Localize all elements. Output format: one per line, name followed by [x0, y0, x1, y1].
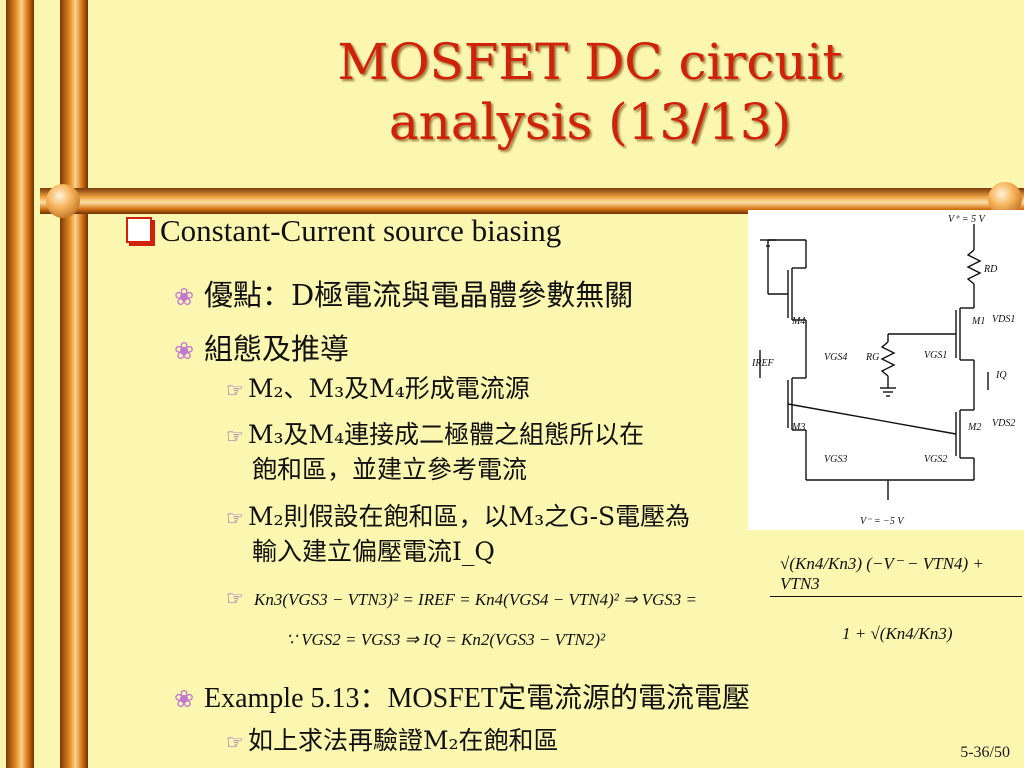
checkbox-bullet-icon	[126, 217, 152, 243]
sub-item-2: ☞M₃及M₄連接成二極體之組態所以在 飽和區，並建立參考電流	[226, 418, 644, 487]
bar-left-knob	[46, 184, 80, 218]
sub-item-1-text: M₂、M₃及M₄形成電流源	[247, 374, 530, 403]
page-number: 5-36/50	[960, 744, 1010, 761]
advantage-text: 優點：D極電流與電晶體參數無關	[204, 278, 634, 312]
vds2-label: VDS2	[992, 418, 1015, 429]
example-sub-item: ☞如上求法再驗證M₂在飽和區	[226, 724, 559, 759]
vgs4-label: VGS4	[824, 352, 847, 363]
flower-bullet-icon: ❀	[174, 337, 195, 365]
pointing-hand-icon: ☞	[226, 424, 244, 448]
vminus-label: V⁻ = −5 V	[860, 516, 905, 527]
fraction-denominator: 1 + √(Kn4/Kn3)	[842, 624, 953, 643]
title-divider-bar	[40, 188, 1024, 214]
vds1-label: VDS1	[992, 314, 1015, 325]
flower-bullet-icon: ❀	[174, 687, 195, 713]
vplus-label: V⁺ = 5 V	[948, 214, 987, 225]
example-item: ❀ Example 5.13：MOSFET定電流源的電流電壓	[174, 676, 750, 716]
iref-label: IREF	[751, 358, 775, 369]
example-text: Example 5.13：MOSFET定電流源的電流電壓	[204, 683, 750, 714]
vgs3-label: VGS3	[824, 454, 847, 465]
fraction-numerator: √(Kn4/Kn3) (−V⁻ − VTN4) + VTN3	[780, 554, 984, 593]
example-sub-text: 如上求法再驗證M₂在飽和區	[247, 726, 559, 755]
m3-label: M3	[791, 422, 805, 433]
vgs1-label: VGS1	[924, 350, 947, 361]
pointing-hand-icon: ☞	[226, 586, 244, 610]
sub-item-3-line-2: 輸入建立偏壓電流I_Q	[252, 537, 495, 566]
left-wood-post	[6, 0, 34, 768]
pointing-hand-icon: ☞	[226, 506, 244, 530]
rd-label: RD	[983, 264, 998, 275]
title-line-1: MOSFET DC circuit	[337, 33, 843, 91]
sub-item-2-line-2: 飽和區，並建立參考電流	[252, 455, 528, 484]
sub-item-2-line-1: M₃及M₄連接成二極體之組態所以在	[247, 420, 645, 449]
vgs2-label: VGS2	[924, 454, 947, 465]
m1-label: M1	[971, 316, 985, 327]
sub-item-3: ☞M₂則假設在飽和區，以M₃之G-S電壓為 輸入建立偏壓電流I_Q	[226, 500, 690, 569]
m2-label: M2	[967, 422, 981, 433]
equation-2: ∵ VGS2 = VGS3 ⇒ IQ = Kn2(VGS3 − VTN2)²	[286, 630, 606, 649]
rg-label: RG	[865, 352, 879, 363]
pointing-hand-icon: ☞	[226, 730, 244, 754]
inner-wood-post	[60, 0, 88, 768]
pointing-hand-icon: ☞	[226, 378, 244, 402]
main-bullet: Constant-Current source biasing	[126, 213, 561, 249]
iq-label: IQ	[995, 370, 1007, 381]
circuit-diagram: V⁺ = 5 V V⁻ = −5 V RD RG M1 M2 M3 M4 IRE…	[748, 210, 1024, 530]
m4-label: M4	[791, 316, 805, 327]
sub-item-1: ☞M₂、M₃及M₄形成電流源	[226, 372, 530, 407]
flower-bullet-icon: ❀	[174, 283, 195, 311]
title-line-2: analysis (13/13)	[388, 93, 792, 151]
slide-title: MOSFET DC circuit analysis (13/13)	[210, 32, 970, 152]
fraction-bar	[770, 596, 1022, 597]
advantage-item: ❀ 優點：D極電流與電晶體參數無關	[174, 272, 633, 314]
config-text: 組態及推導	[204, 332, 350, 366]
main-bullet-text: Constant-Current source biasing	[160, 213, 562, 248]
sub-item-3-line-1: M₂則假設在飽和區，以M₃之G-S電壓為	[247, 502, 691, 531]
config-item: ❀ 組態及推導	[174, 326, 349, 368]
equation-1: Kn3(VGS3 − VTN3)² = IREF = Kn4(VGS4 − VT…	[254, 590, 698, 609]
